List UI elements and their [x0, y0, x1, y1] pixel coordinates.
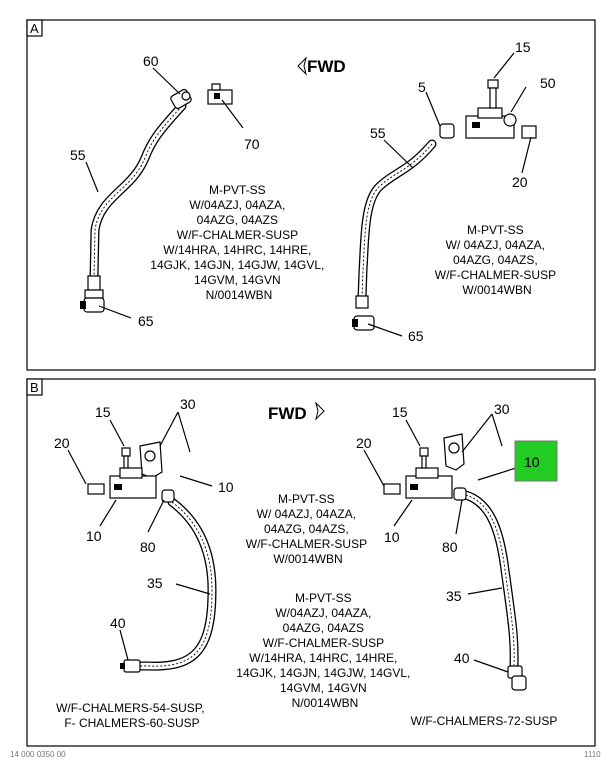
callout-20-b-left: 20: [54, 435, 70, 451]
callout-10-b-left-a: 10: [218, 479, 234, 495]
leader-lines-b: [67, 411, 517, 673]
callout-15-b-left: 15: [95, 404, 111, 420]
callout-30-b-right: 30: [494, 401, 510, 417]
callout-40-b-right: 40: [454, 650, 470, 666]
callout-15-a: 15: [515, 39, 531, 55]
callout-20-a: 20: [512, 174, 528, 190]
panel-a-label: A: [30, 21, 39, 36]
panel-b-label: B: [30, 380, 39, 395]
callout-70: 70: [244, 136, 260, 152]
note-b-lower: M-PVT-SS W/04AZJ, 04AZA, 04AZG, 04AZS W/…: [236, 591, 413, 710]
caption-b-right: W/F-CHALMERS-72-SUSP: [411, 714, 558, 728]
hose-assembly-b-right: [383, 433, 527, 691]
fwd-indicator-a: FWD: [297, 56, 346, 76]
callout-80-b-left: 80: [140, 539, 156, 555]
callout-10-b-right-b: 10: [384, 529, 400, 545]
hose-assembly-a-left: [80, 83, 233, 313]
callout-20-b-right: 20: [356, 435, 372, 451]
callout-55-left: 55: [70, 147, 86, 163]
callout-35-b-right: 35: [446, 588, 462, 604]
leader-lines-a: [85, 52, 532, 337]
note-a-left: M-PVT-SS W/04AZJ, 04AZA, 04AZG, 04AZS W/…: [150, 183, 327, 302]
hose-assembly-b-left: [87, 441, 217, 673]
caption-b-left: W/F-CHALMERS-54-SUSP, F- CHALMERS-60-SUS…: [56, 701, 208, 730]
callout-50: 50: [540, 75, 556, 91]
callout-80-b-right: 80: [442, 539, 458, 555]
panel-a: A FWD: [26, 19, 596, 371]
footer-right: 1110: [584, 750, 601, 759]
highlight-part-10[interactable]: 10: [514, 440, 558, 482]
callout-55-right: 55: [370, 125, 386, 141]
panel-b: B FWD: [26, 378, 596, 747]
callout-35-b-left: 35: [147, 575, 163, 591]
fwd-label-a: FWD: [307, 57, 346, 76]
callout-10-b-left-b: 10: [86, 528, 102, 544]
note-a-right: M-PVT-SS W/ 04AZJ, 04AZA, 04AZG, 04AZS, …: [435, 223, 559, 297]
callout-60: 60: [143, 53, 159, 69]
fwd-indicator-b: FWD: [268, 401, 325, 423]
fwd-arrow-icon: [315, 401, 325, 421]
callout-65-right: 65: [408, 328, 424, 344]
fwd-arrow-icon: [297, 56, 307, 76]
fwd-label-b: FWD: [268, 404, 307, 423]
note-b-upper: M-PVT-SS W/ 04AZJ, 04AZA, 04AZG, 04AZS, …: [246, 492, 370, 566]
highlight-label[interactable]: 10: [524, 454, 540, 470]
callout-40-b-left: 40: [110, 615, 126, 631]
callout-15-b-right: 15: [392, 404, 408, 420]
footer-left: 14 000 0350 00: [10, 750, 66, 759]
highlight-box[interactable]: [514, 440, 558, 482]
callout-30-b-left: 30: [180, 396, 196, 412]
hose-assembly-a-right: [352, 79, 537, 331]
callout-65-left: 65: [138, 313, 154, 329]
callout-5: 5: [418, 79, 426, 95]
